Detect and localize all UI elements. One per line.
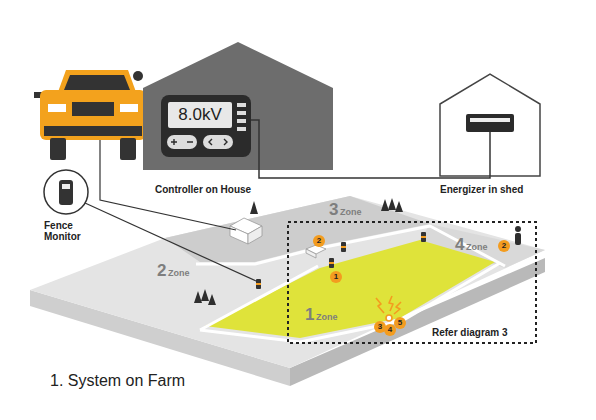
person xyxy=(515,226,521,232)
energizer-label: Energizer in shed xyxy=(440,184,523,196)
zone-number: 3 xyxy=(329,201,338,218)
tree xyxy=(381,199,389,211)
energizer-unit xyxy=(470,118,510,122)
person xyxy=(515,226,521,245)
fault-spark xyxy=(376,298,384,313)
controller-unit xyxy=(161,95,251,157)
truck xyxy=(34,70,152,160)
shed-energizer: Energizer in shed xyxy=(440,72,540,176)
farm-energizer-box xyxy=(306,249,316,258)
tree xyxy=(395,201,403,212)
truck xyxy=(72,102,114,116)
power-wire xyxy=(251,120,259,170)
callout-number: 2 xyxy=(498,240,510,252)
house-outline xyxy=(143,42,333,170)
energizer-unit xyxy=(466,114,514,132)
zone-word: Zone xyxy=(340,208,362,217)
zone-word: Zone xyxy=(466,243,488,252)
truck xyxy=(133,71,143,81)
node-shape xyxy=(143,40,333,170)
controller-unit xyxy=(161,95,251,157)
reference-note: Refer diagram 3 xyxy=(432,327,508,338)
fault-spark xyxy=(389,296,393,311)
energizer-unit xyxy=(466,114,514,132)
zone-number: 2 xyxy=(157,262,166,279)
farm-energizer-box xyxy=(306,245,326,258)
truck xyxy=(120,138,136,160)
fence-monitor-symbol xyxy=(62,184,70,189)
shed-outline xyxy=(440,74,540,176)
fence-post xyxy=(341,246,346,248)
truck xyxy=(48,104,66,112)
fence-monitor-symbol xyxy=(44,170,88,214)
tree xyxy=(194,198,403,305)
fence-post xyxy=(256,232,426,289)
truck xyxy=(44,126,142,136)
land-slab xyxy=(30,196,545,386)
voltage-readout: 8.0kV xyxy=(168,102,232,128)
tree xyxy=(388,198,396,210)
truck xyxy=(120,104,138,112)
farm-house xyxy=(248,226,262,244)
truck xyxy=(58,70,136,92)
zone-number: 1 xyxy=(305,306,314,323)
tree xyxy=(194,291,202,303)
zone-word: Zone xyxy=(168,269,190,278)
zone-1-field xyxy=(205,240,495,338)
truck xyxy=(50,138,66,160)
truck xyxy=(40,90,146,140)
zone-1-field xyxy=(205,240,495,338)
detail-frame xyxy=(288,222,536,343)
fence-post xyxy=(329,258,334,268)
callout-number: 2 xyxy=(313,235,325,247)
farm-road xyxy=(196,226,505,266)
controller-unit xyxy=(203,135,233,149)
fence-monitor-symbol xyxy=(59,180,73,205)
signal-wire xyxy=(85,203,256,281)
controller-unit xyxy=(237,103,246,107)
fault-spark xyxy=(386,315,392,321)
fault-spark xyxy=(394,302,401,314)
farm-road xyxy=(196,226,505,342)
fence-post xyxy=(421,236,426,238)
house-controller: 8.0kVController on House xyxy=(143,40,333,170)
callout-number: 1 xyxy=(330,271,342,283)
truck xyxy=(64,75,130,90)
zone-number: 4 xyxy=(455,236,464,253)
land-slab xyxy=(30,196,545,368)
detail-frame xyxy=(288,222,536,343)
tree xyxy=(201,289,209,301)
controller-unit xyxy=(237,111,246,115)
controller-unit xyxy=(168,102,232,128)
farm-road xyxy=(200,266,318,330)
fence-post xyxy=(421,232,426,242)
tree xyxy=(250,201,258,214)
fence-post xyxy=(256,279,261,289)
power-wire xyxy=(489,132,491,176)
controller-unit xyxy=(171,139,227,145)
node-shape xyxy=(440,72,540,176)
tree xyxy=(208,294,216,305)
controller-unit xyxy=(237,119,246,123)
controller-unit xyxy=(237,127,246,131)
farm-house xyxy=(230,218,262,244)
figure-caption: 1. System on Farm xyxy=(50,372,185,390)
fence-post xyxy=(329,262,334,264)
monitor-label: Fence Monitor xyxy=(44,220,96,242)
controller-label: Controller on House xyxy=(155,184,251,196)
callout-number: 5 xyxy=(394,317,406,329)
fence-monitor-symbol xyxy=(44,170,88,214)
zone-word: Zone xyxy=(316,313,338,322)
fence-post xyxy=(256,283,261,285)
person xyxy=(515,233,521,245)
fence-post xyxy=(341,242,346,252)
